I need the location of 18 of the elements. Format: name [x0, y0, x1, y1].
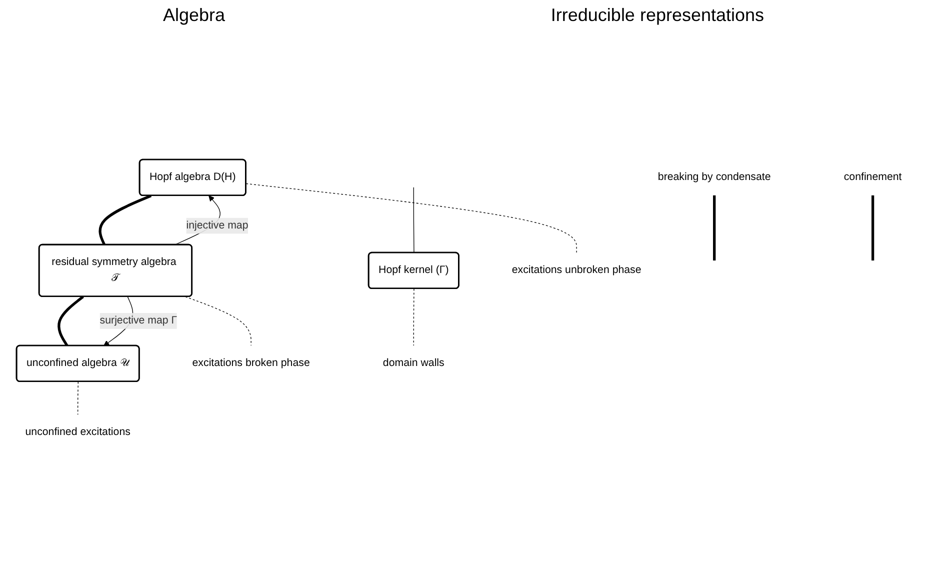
connector	[98, 194, 152, 246]
node-text: excitations unbroken phase	[512, 264, 642, 276]
connector	[246, 183, 577, 253]
connector	[713, 195, 716, 260]
node-text: domain walls	[382, 357, 444, 369]
connector	[413, 288, 414, 346]
node-text: breaking by condensate	[658, 171, 771, 183]
column-heading: Irreducible representations	[550, 4, 764, 26]
edge-label: surjective map Γ	[100, 314, 178, 326]
edge-label: injective map	[186, 220, 248, 232]
connector	[58, 296, 84, 347]
node-text: unconfined excitations	[25, 426, 130, 438]
node-text: confinement	[844, 171, 902, 183]
connector	[413, 187, 414, 254]
connector	[871, 195, 874, 260]
node-text: excitations broken phase	[192, 357, 310, 369]
connector	[185, 296, 252, 346]
column-heading: Algebra	[162, 4, 225, 26]
